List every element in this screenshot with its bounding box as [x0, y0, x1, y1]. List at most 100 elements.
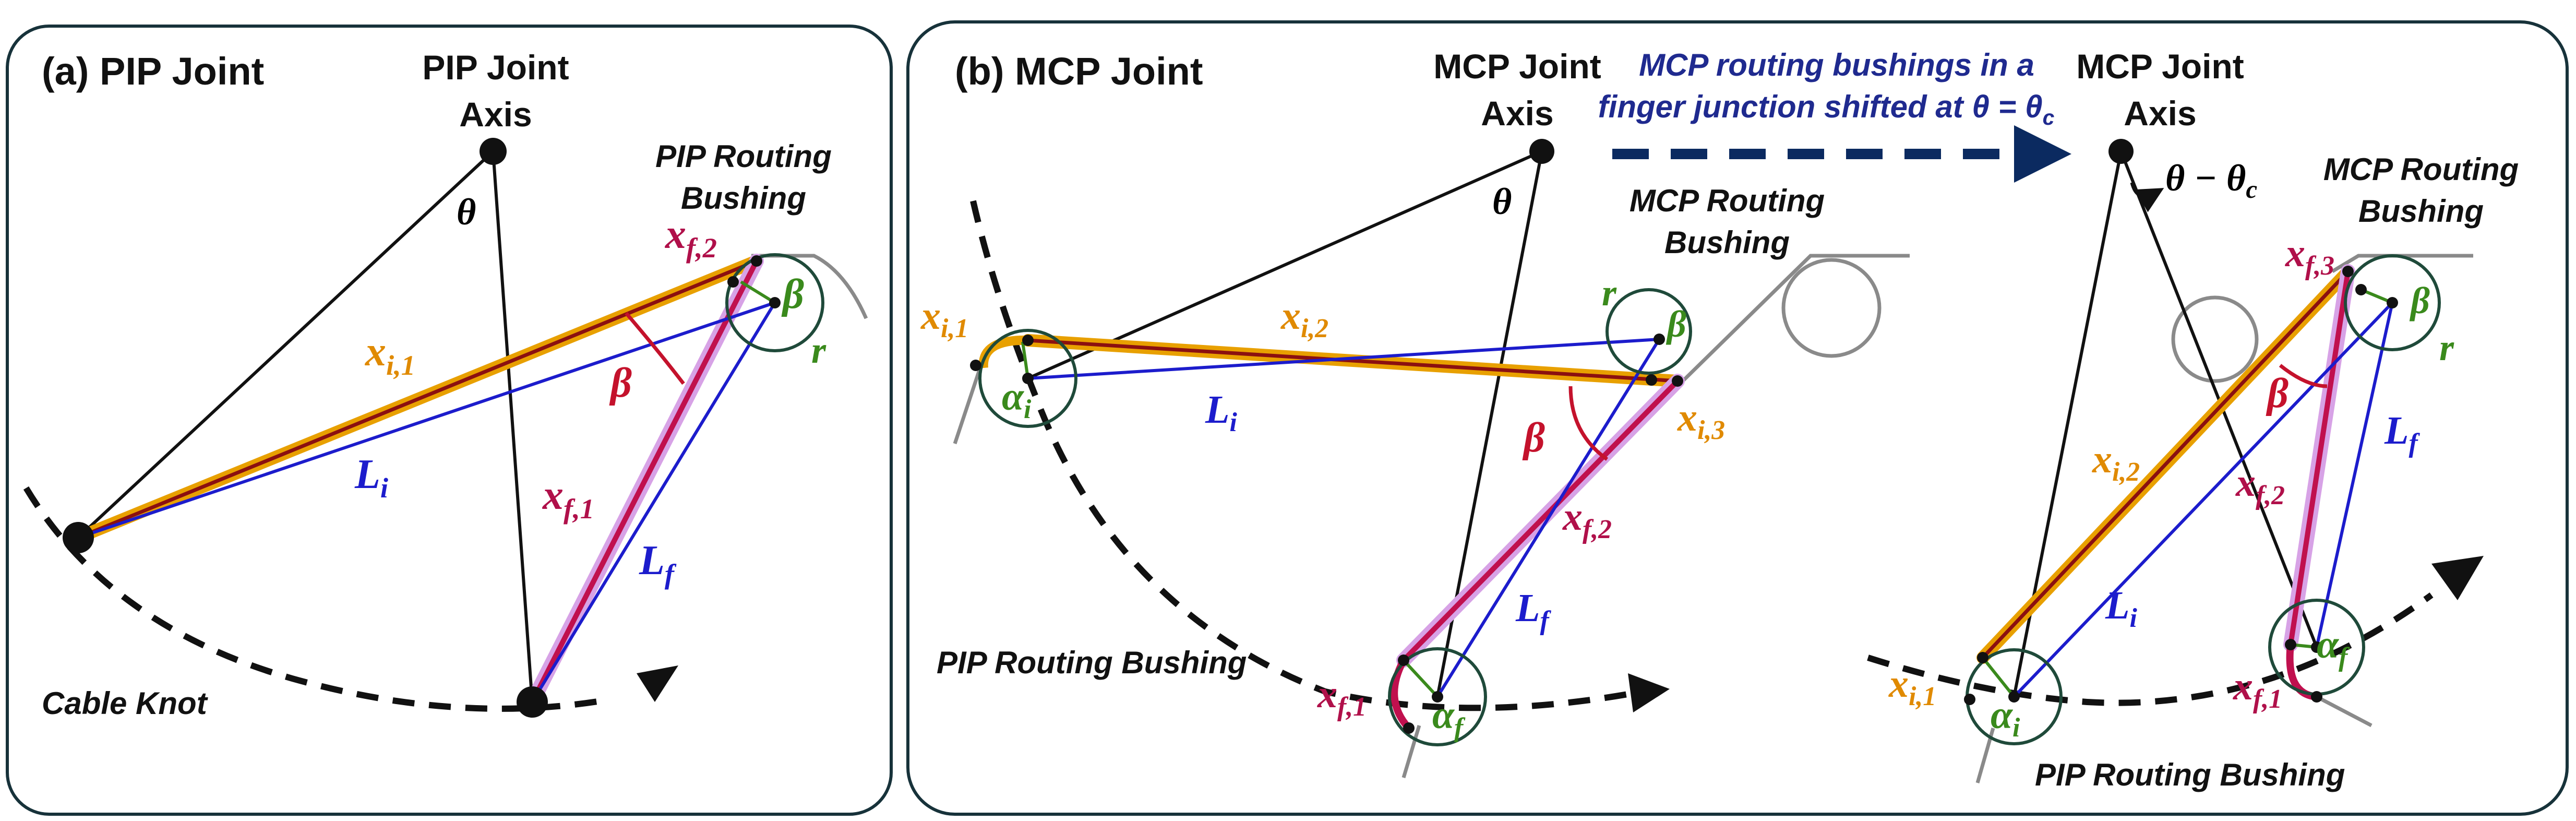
- pt-b7: [1398, 655, 1409, 666]
- x-f2-label-b2: xf,2: [2235, 461, 2285, 510]
- beta-arc-b2: [2279, 364, 2328, 388]
- li-label-b2: Li: [2105, 584, 2137, 633]
- x-i2-label-b2: xi,2: [2092, 437, 2140, 487]
- bushing-point-a3: [769, 297, 781, 308]
- pt-b9: [1403, 722, 1415, 734]
- mcp-cable-guide-b2: [2331, 254, 2473, 273]
- initial-cable-b-core: [1027, 338, 1678, 383]
- final-cable-a-core: [530, 259, 759, 704]
- pip-bushing-label-b: PIP Routing Bushing: [937, 645, 1247, 680]
- pip-bushing-circle: [725, 253, 824, 352]
- mcp-cable-guide-b: [1679, 254, 1910, 385]
- mcp-axis-point-b2: [2108, 139, 2134, 164]
- li-label-b: Li: [1205, 388, 1237, 437]
- panel-a-title: (a) PIP Joint: [42, 50, 264, 93]
- beta-bushing-b: β: [1666, 303, 1686, 345]
- distal-point: [517, 686, 548, 718]
- mcp-axis-label-line2: Axis: [1481, 94, 1553, 133]
- beta-label-a: β: [609, 360, 632, 406]
- final-cable-b-core: [1401, 379, 1680, 662]
- alpha-f-label-b: αf: [1432, 693, 1466, 743]
- bushing-point-a2: [751, 255, 762, 267]
- pip-axis-label-line2: Axis: [459, 95, 532, 134]
- r-label-a: r: [811, 329, 826, 371]
- pt-b2: [1022, 373, 1034, 384]
- lf-label-a: Lf: [639, 538, 677, 590]
- pt-b16: [2285, 639, 2296, 650]
- x-i3-label-b: xi,3: [1677, 396, 1725, 445]
- x-f2-label-a: xf,2: [665, 211, 717, 264]
- panel-b-border: [906, 20, 2569, 816]
- x-i1-label-b: xi,1: [920, 294, 968, 343]
- panel-b: (b) MCP Joint MCP Joint Axis MCP Joint A…: [906, 20, 2569, 816]
- beta-arc-a: [625, 312, 685, 385]
- pip-guide-right-b2: [2316, 695, 2373, 728]
- cable-knot-label: Cable Knot: [42, 686, 209, 721]
- pip-trajectory-arrow-b2: [2431, 556, 2484, 600]
- pip-trajectory-b: [970, 200, 1629, 711]
- pt-b6: [1672, 375, 1683, 387]
- pt-b3: [970, 360, 981, 371]
- pip-guide-bottom-b: [1401, 724, 1421, 779]
- length-lf-b2: [2315, 302, 2394, 648]
- pt-b18: [2311, 691, 2322, 703]
- pip-axis-label-line1: PIP Joint: [422, 48, 569, 87]
- r-label-b2: r: [2439, 327, 2454, 368]
- pt-b14: [2008, 691, 2020, 703]
- alpha-i-label-b: αi: [1002, 375, 1032, 424]
- x-f1-label-a: xf,1: [542, 472, 594, 525]
- bushing-point-a1: [727, 276, 739, 288]
- pip-trajectory-arrow-b: [1628, 673, 1670, 712]
- pip-bushing2-label-b: PIP Routing Bushing: [2035, 757, 2345, 792]
- beta-bushing-b2: β: [2409, 280, 2430, 322]
- lf-label-b: Lf: [1515, 586, 1551, 636]
- mcp-bushing-b: [1605, 288, 1692, 375]
- x-i2-label-b: xi,2: [1280, 294, 1328, 343]
- panel-a: (a) PIP Joint PIP Joint Axis PIP Routing…: [6, 25, 893, 816]
- final-cable-b2-core: [2288, 271, 2351, 645]
- pt-b17: [2311, 641, 2322, 653]
- alpha-f-label-b2: αf: [2317, 623, 2350, 672]
- alpha-i-label-b2: αi: [1991, 693, 2020, 743]
- x-f3-label-b2: xf,3: [2285, 231, 2334, 281]
- mcp-bushing-label-line1: MCP Routing: [1630, 183, 1825, 218]
- beta-label-b2: β: [2266, 371, 2289, 417]
- theta-label-b: θ: [1492, 181, 1512, 222]
- svg-text:Li: Li: [354, 451, 388, 504]
- pip-guide-left-b: [953, 364, 983, 445]
- mcp-bushing-b2: [2344, 254, 2441, 351]
- pt-b13: [1977, 652, 1988, 663]
- pip-bushing-b2: [1388, 647, 1487, 746]
- mcp-axis2-label-line2: Axis: [2124, 94, 2196, 133]
- link-axis-knot: [77, 150, 495, 539]
- length-lf-b: [1436, 338, 1661, 698]
- x-i1-label-b2: xi,1: [1888, 662, 1936, 711]
- length-lf-a: [531, 302, 776, 703]
- pip-trajectory-b2: [1867, 592, 2434, 706]
- mcp-bushing2-label-line1: MCP Routing: [2323, 152, 2519, 187]
- beta-bushing-a: β: [781, 271, 804, 317]
- pip-cable-guide: [751, 254, 868, 319]
- initial-cable-b2-core: [1981, 270, 2350, 659]
- pt-b11: [2355, 284, 2367, 295]
- theta-shift-label: θ − θc: [2165, 157, 2257, 204]
- x-f1-label-b: xf,1: [1317, 672, 1367, 722]
- shift-note-line2: finger junction shifted at θ = θc: [1598, 89, 2055, 129]
- svg-text:Lf: Lf: [639, 538, 677, 590]
- panel-a-border: [6, 25, 893, 816]
- bushing-radius-b2: [1402, 659, 1439, 698]
- pt-b8: [1432, 691, 1443, 703]
- svg-text:xi,1: xi,1: [365, 329, 415, 381]
- knot-trajectory: [23, 486, 612, 712]
- mcp-axis-label-line1: MCP Joint: [1433, 47, 1601, 86]
- shift-arrow-head: [2014, 125, 2071, 183]
- pip-bushing-b1: [978, 329, 1077, 428]
- length-li-b2: [2012, 301, 2394, 698]
- x-i1-label-a: xi,1: [365, 329, 415, 381]
- initial-cable-a-core: [77, 259, 758, 540]
- pip-bushing-label-line2: Bushing: [681, 181, 806, 216]
- li-label-a: Li: [354, 451, 388, 504]
- pip-axis-point: [480, 138, 507, 165]
- pt-b1: [1022, 335, 1034, 346]
